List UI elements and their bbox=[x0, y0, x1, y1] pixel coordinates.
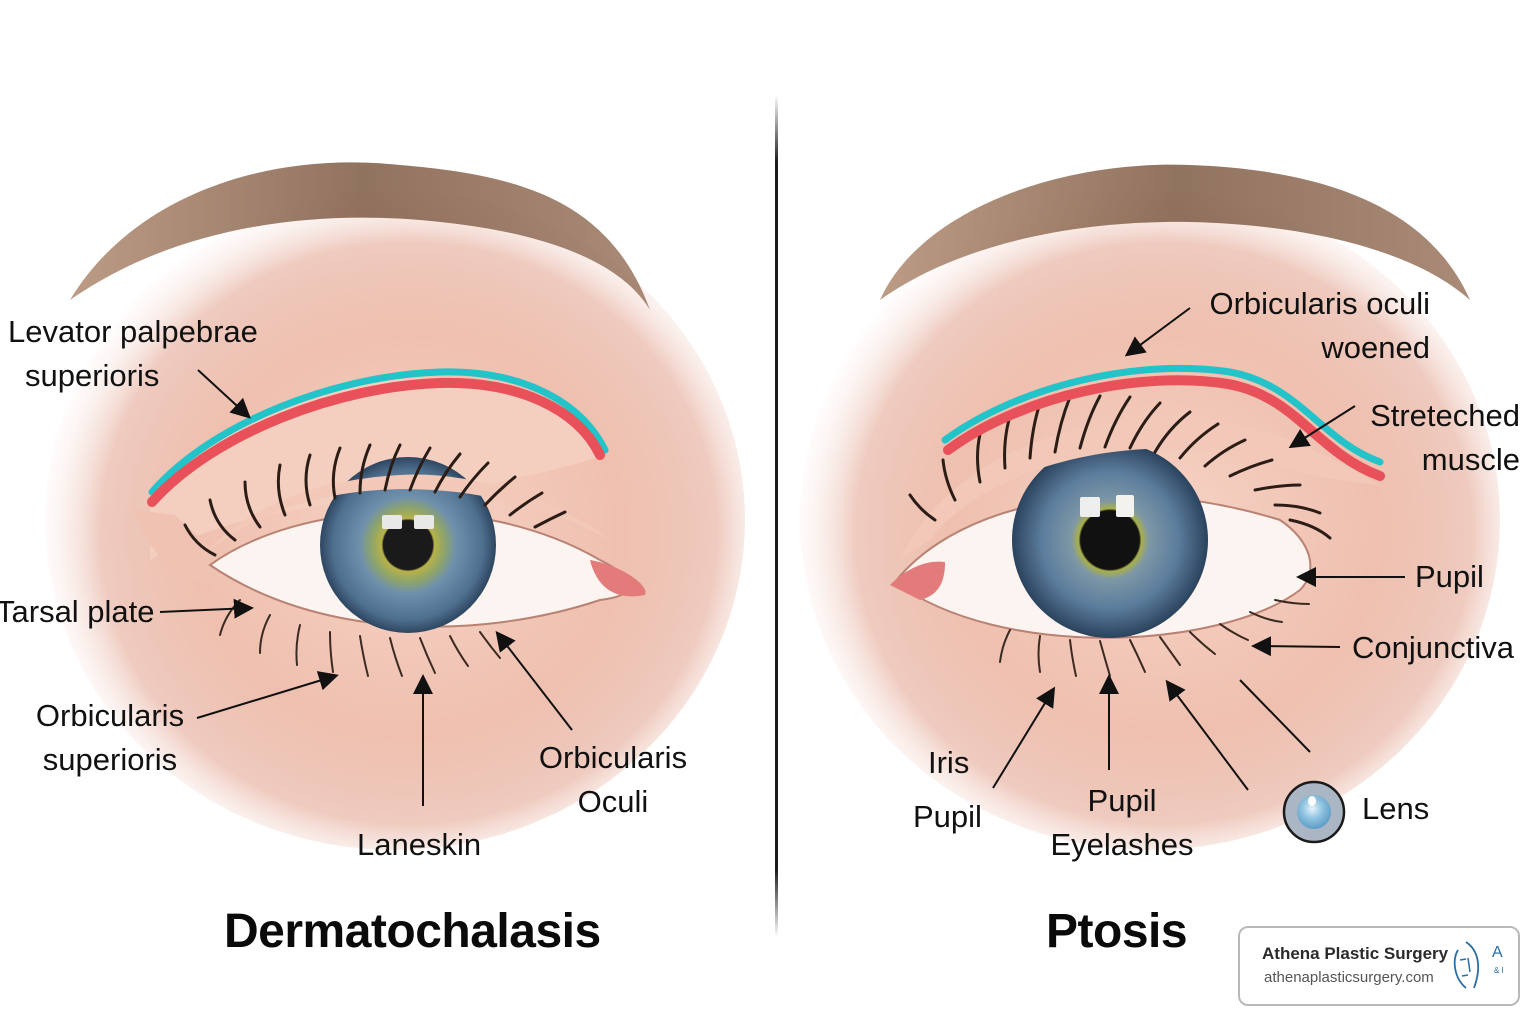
title-dermatochalasis: Dermatochalasis bbox=[224, 905, 601, 958]
brand-logo-icon: A & I bbox=[1452, 938, 1510, 994]
label-iris: Iris bbox=[928, 745, 970, 780]
label-lens: Lens bbox=[1362, 791, 1430, 826]
label-conjunctiva: Conjunctiva bbox=[1352, 630, 1514, 665]
left-eye-illustration bbox=[45, 162, 745, 850]
label-levator-palpebrae: Levator palpebrae superioris bbox=[8, 314, 258, 393]
panel-divider bbox=[775, 95, 778, 937]
label-stretched-muscle: Streteched muscle bbox=[1370, 398, 1520, 477]
label-pupil-right: Pupil bbox=[1415, 559, 1484, 594]
label-orbicularis-oculi-weakened: Orbicularis oculi woened bbox=[1209, 286, 1430, 365]
label-laneskin: Laneskin bbox=[357, 827, 482, 862]
title-ptosis: Ptosis bbox=[1046, 905, 1188, 958]
brand-watermark: Athena Plastic Surgery athenaplasticsurg… bbox=[1238, 926, 1520, 1006]
label-orbicularis-oculi-left: Orbicularis Oculi bbox=[538, 740, 688, 819]
label-orbicularis-superioris: Orbicularis superioris bbox=[35, 698, 185, 777]
label-pupil-eyelashes: Pupil Eyelashes bbox=[1050, 783, 1194, 862]
right-eye-illustration bbox=[800, 164, 1500, 850]
lens-icon bbox=[1282, 780, 1346, 844]
brand-name: Athena Plastic Surgery bbox=[1262, 944, 1449, 963]
brand-url: athenaplasticsurgery.com bbox=[1264, 969, 1434, 986]
label-tarsal-plate: Tarsal plate bbox=[0, 594, 155, 629]
label-pupil-left: Pupil bbox=[913, 799, 982, 834]
